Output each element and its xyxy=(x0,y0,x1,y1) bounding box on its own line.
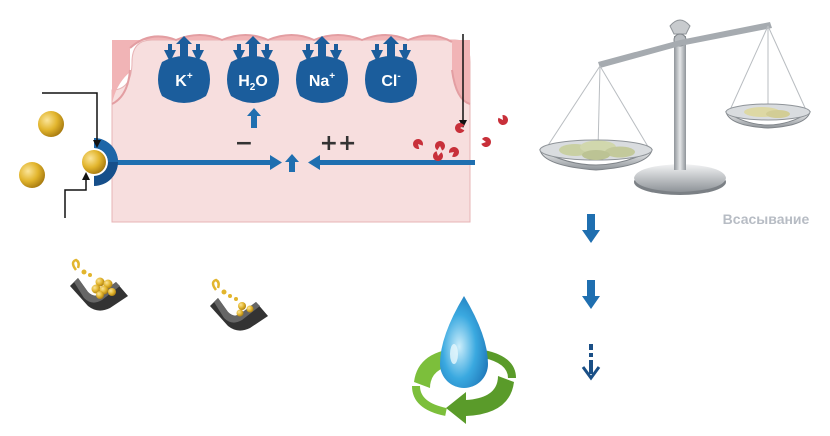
plus-signs: ++ xyxy=(320,131,357,156)
ion-label: H2O xyxy=(238,73,268,93)
enzyme-bead xyxy=(413,139,423,149)
ion-carriers: K+ H2O Na+ Cl- xyxy=(158,36,417,103)
enzyme-beads xyxy=(413,115,508,161)
small-up-arrow-center xyxy=(285,154,299,172)
transporter-icon xyxy=(82,138,118,186)
small-up-arrow-water xyxy=(247,108,261,128)
ion-label: K+ xyxy=(175,71,193,90)
ion-carrier: K+ xyxy=(158,36,210,103)
tablet-scoop-icon xyxy=(210,278,268,331)
ion-carrier: Na+ xyxy=(296,36,348,103)
down-arrow-icon xyxy=(581,344,601,381)
ion-carrier: Cl- xyxy=(365,36,417,103)
nutrient-granule-icon xyxy=(38,111,64,137)
ion-carrier: H2O xyxy=(227,36,279,103)
enzyme-bead xyxy=(498,115,508,126)
enzyme-bead xyxy=(454,123,465,133)
enzyme-bead xyxy=(449,147,459,158)
nutrient-granule-icon xyxy=(19,162,45,188)
transport-arrows xyxy=(112,155,475,170)
ion-label: Cl- xyxy=(381,71,400,90)
pointer-lines xyxy=(42,34,464,218)
minus-sign: − xyxy=(235,131,253,156)
enzyme-bead xyxy=(481,137,492,147)
enzyme-bead xyxy=(435,141,445,151)
down-arrow-icon xyxy=(582,214,600,243)
down-arrow-icon xyxy=(582,280,600,309)
scale-caption: Всасывание xyxy=(723,211,810,227)
water-drop-icon xyxy=(440,296,488,388)
tablet-scoop-icon xyxy=(70,258,128,311)
ion-label: Na+ xyxy=(309,71,335,90)
balance-scale-icon xyxy=(539,19,811,195)
enzyme-bead xyxy=(433,151,444,161)
